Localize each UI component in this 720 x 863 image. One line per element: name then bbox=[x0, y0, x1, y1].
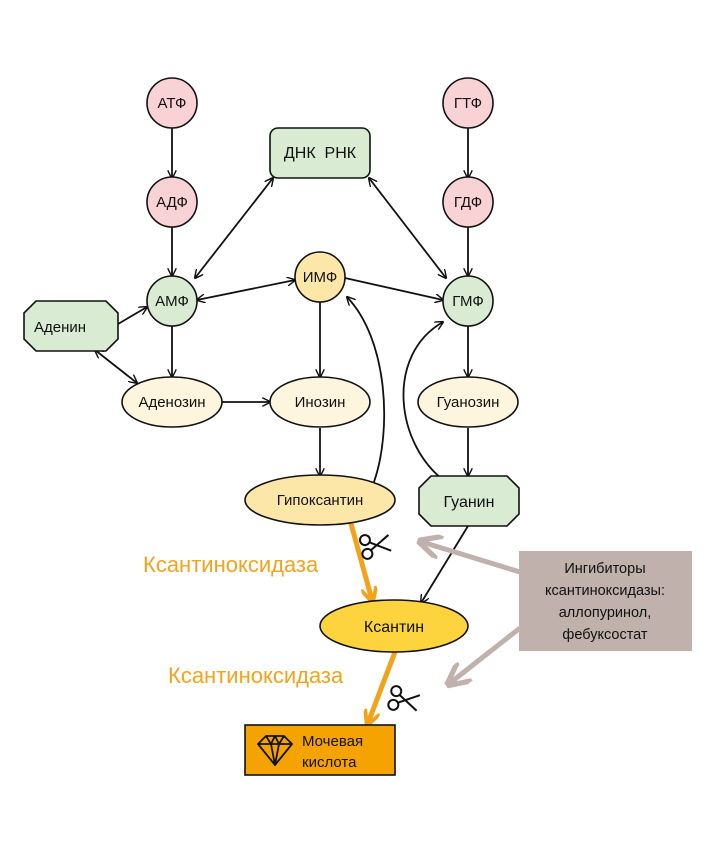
node-label: Аденозин bbox=[138, 394, 205, 411]
node-label: Ксантин bbox=[364, 619, 424, 636]
arrow-hypoxanthine-xanthine bbox=[347, 519, 372, 600]
arrow-adenine-amf bbox=[117, 307, 147, 325]
uric-acid-line-1: Мочевая bbox=[302, 733, 363, 750]
node-adenosine: Аденозин bbox=[121, 376, 223, 428]
node-hypoxanthine: Гипоксантин bbox=[244, 474, 396, 526]
node-gmf: ГМФ bbox=[442, 275, 494, 327]
enzyme-arrows bbox=[347, 519, 398, 723]
node-label: АМФ bbox=[155, 293, 189, 310]
node-dna-rna: ДНК РНК bbox=[269, 127, 371, 179]
arrow-dna-amf bbox=[195, 178, 273, 278]
arrows bbox=[95, 128, 468, 603]
node-label: ДНК РНК bbox=[284, 145, 357, 162]
arrow-amf-imf bbox=[197, 280, 295, 300]
node-label: ГМФ bbox=[452, 293, 484, 310]
node-gdf: ГДФ bbox=[442, 176, 494, 228]
node-guanosine: Гуанозин bbox=[417, 376, 519, 428]
inhibitor-box: Ингибиторы ксантиноксидазы: аллопуринол,… bbox=[519, 551, 692, 651]
arrow-guanine-xanthine bbox=[421, 525, 469, 603]
arrow-guanine-gmf bbox=[402, 322, 447, 483]
node-label: АДФ bbox=[156, 194, 188, 211]
node-inosine: Инозин bbox=[269, 376, 371, 428]
node-atf: АТФ bbox=[146, 77, 198, 129]
node-uric-acid: Мочевая кислота bbox=[244, 724, 396, 776]
node-label: Гуанозин bbox=[437, 394, 500, 411]
uric-acid-line-2: кислота bbox=[302, 754, 357, 771]
node-label: ГДФ bbox=[454, 194, 482, 211]
inhibitor-line-4: фебуксостат bbox=[562, 627, 648, 643]
inhibitor-line-1: Ингибиторы bbox=[564, 561, 645, 577]
inhibitor-arrow-lower bbox=[450, 626, 522, 683]
arrow-dna-gmf bbox=[369, 178, 446, 278]
node-amf: АМФ bbox=[146, 275, 198, 327]
scissors-icon bbox=[358, 529, 393, 561]
inhibitor-line-2: ксантиноксидазы: bbox=[545, 583, 665, 599]
node-label: АТФ bbox=[158, 95, 187, 112]
arrow-adenine-adenosine bbox=[95, 350, 137, 383]
node-label: Инозин bbox=[295, 394, 346, 411]
node-label: Гипоксантин bbox=[277, 492, 364, 509]
node-guanine: Гуанин bbox=[418, 475, 520, 527]
node-label: Аденин bbox=[34, 319, 86, 336]
inhibitor-arrow-upper bbox=[422, 542, 521, 575]
enzyme-label-2: Ксантиноксидаза bbox=[168, 663, 344, 688]
node-adf: АДФ bbox=[146, 176, 198, 228]
node-label: ГТФ bbox=[454, 95, 482, 112]
arrow-xanthine-uric-acid bbox=[368, 651, 398, 723]
arrow-imf-gmf bbox=[344, 277, 443, 300]
node-adenine: Аденин bbox=[23, 300, 119, 352]
arrow-hypoxanthine-imf bbox=[347, 297, 386, 483]
enzyme-label-1: Ксантиноксидаза bbox=[143, 552, 319, 577]
inhibitor-arrows bbox=[422, 542, 522, 683]
inhibitor-line-3: аллопуринол, bbox=[559, 605, 652, 621]
node-xanthine: Ксантин bbox=[319, 599, 469, 653]
node-gtf: ГТФ bbox=[442, 77, 494, 129]
scissors-icon bbox=[386, 684, 422, 716]
diamond-icon bbox=[257, 735, 293, 766]
node-imf: ИМФ bbox=[294, 251, 346, 303]
node-label: ИМФ bbox=[303, 269, 338, 286]
node-label: Гуанин bbox=[444, 494, 495, 511]
